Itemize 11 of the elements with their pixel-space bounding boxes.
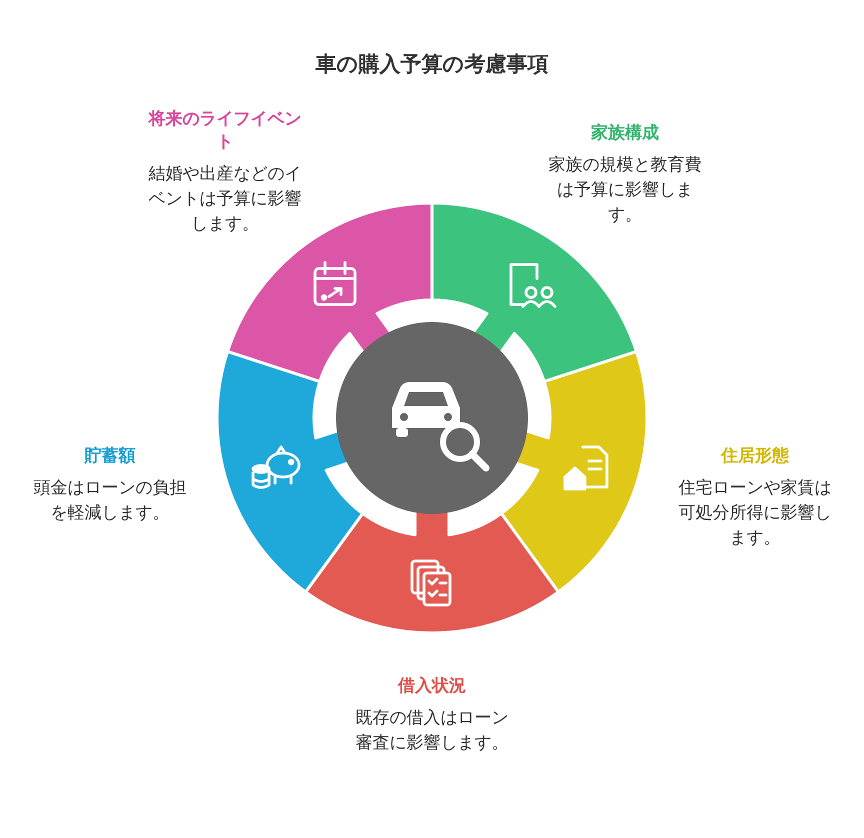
segment-heading: 貯蓄額: [83, 445, 136, 468]
description-text: 頭金はローンの負担を軽減します。: [32, 477, 188, 525]
description-text: 住宅ローンや家賃は可処分所得に影響します。: [678, 477, 832, 550]
segment-heading: 家族構成: [590, 122, 660, 145]
segment-heading: 住居形態: [720, 445, 790, 468]
description-text: 既存の借入はローン審査に影響します。: [354, 707, 510, 755]
segment-heading: 借入状況: [396, 675, 467, 698]
description-text: 結婚や出産などのイベントは予算に影響します。: [148, 163, 302, 236]
title: 車の購入予算の考慮事項: [314, 51, 550, 78]
description-text: 家族の規模と教育費は予算に影響します。: [548, 154, 702, 227]
segment-heading: 将来のライフイベント: [147, 108, 302, 154]
